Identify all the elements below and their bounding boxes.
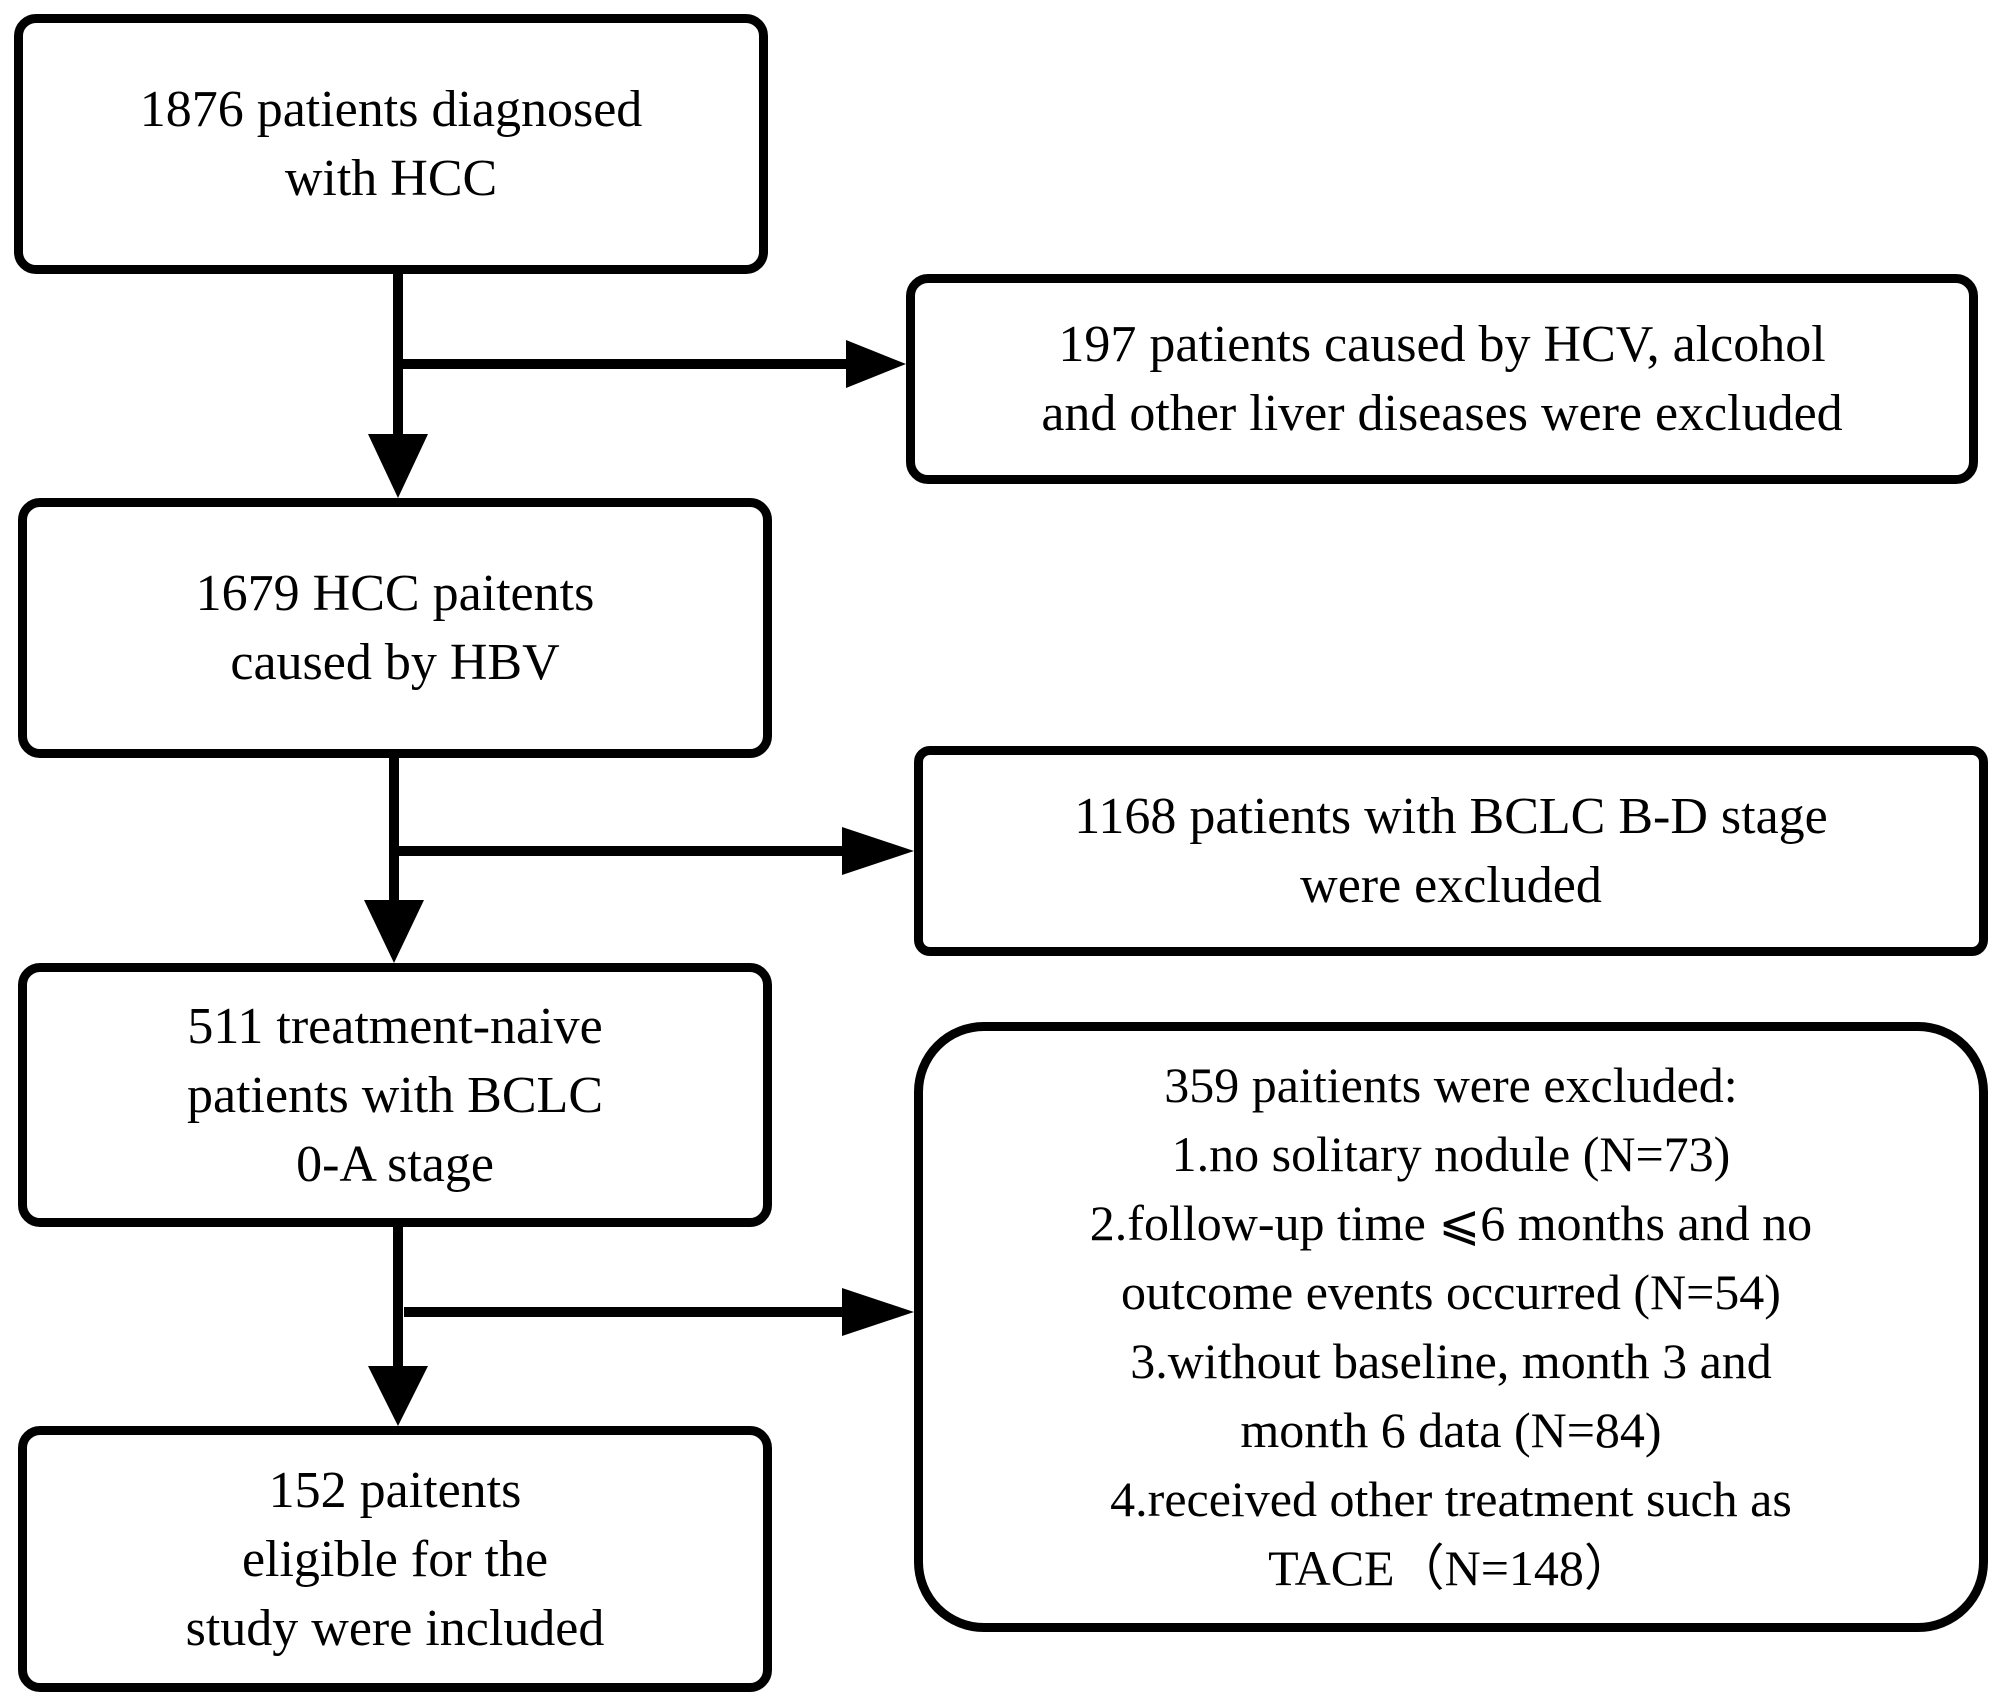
box-excluded-other-line-8: TACE（N=148）	[1268, 1540, 1634, 1596]
box-final-included-line-2: eligible for the	[241, 1530, 549, 1588]
box-excluded-other-line-1: 359 paitients were excluded:	[1164, 1057, 1738, 1113]
box-hbv-patients-line-2: caused by HBV	[230, 634, 560, 691]
arrowhead-down-2	[364, 900, 424, 963]
box-bclc-0a-line-2: patients with BCLC	[187, 1066, 603, 1124]
box-hbv-patients: 1679 HCC paitents caused by HBV	[18, 498, 772, 758]
box-final-included: 152 paitents eligible for the study were…	[18, 1426, 772, 1692]
box-excluded-other-line-3: 2.follow-up time ⩽6 months and no	[1089, 1195, 1813, 1251]
box-excluded-stage: 1168 patients with BCLC B-D stage were e…	[914, 746, 1988, 956]
box-bclc-0a-line-3: 0-A stage	[296, 1135, 494, 1193]
box-hbv-patients-line-1: 1679 HCC paitents	[195, 565, 595, 622]
box-diagnosed-hcc: 1876 patients diagnosed with HCC	[14, 14, 768, 274]
arrowhead-right-3	[842, 1288, 914, 1336]
box-diagnosed-hcc-line-1: 1876 patients diagnosed	[139, 81, 643, 138]
box-final-included-line-3: study were included	[185, 1599, 605, 1657]
box-excluded-stage-line-1: 1168 patients with BCLC B-D stage	[1074, 788, 1828, 845]
box-excluded-other-line-6: month 6 data (N=84)	[1240, 1402, 1662, 1458]
box-excluded-other-line-4: outcome events occurred (N=54)	[1121, 1264, 1781, 1320]
box-bclc-0a-line-1: 511 treatment-naive	[187, 997, 603, 1055]
box-excluded-other: 359 paitients were excluded: 1.no solita…	[914, 1022, 1988, 1632]
box-diagnosed-hcc-line-2: with HCC	[284, 150, 498, 207]
arrowhead-right-1	[846, 340, 906, 388]
arrowhead-right-2	[842, 827, 914, 875]
box-excluded-etiology-line-2: and other liver diseases were excluded	[1041, 385, 1843, 442]
box-excluded-etiology: 197 patients caused by HCV, alcohol and …	[906, 274, 1978, 484]
arrowhead-down-1	[368, 434, 428, 498]
box-bclc-0a: 511 treatment-naive patients with BCLC 0…	[18, 963, 772, 1227]
box-final-included-line-1: 152 paitents	[268, 1461, 522, 1519]
box-excluded-other-line-7: 4.received other treatment such as	[1110, 1471, 1792, 1527]
box-excluded-other-line-5: 3.without baseline, month 3 and	[1130, 1333, 1772, 1389]
box-excluded-stage-line-2: were excluded	[1300, 857, 1602, 914]
arrowhead-down-3	[368, 1366, 428, 1426]
box-excluded-other-line-2: 1.no solitary nodule (N=73)	[1171, 1126, 1731, 1182]
box-excluded-etiology-line-1: 197 patients caused by HCV, alcohol	[1058, 316, 1826, 373]
